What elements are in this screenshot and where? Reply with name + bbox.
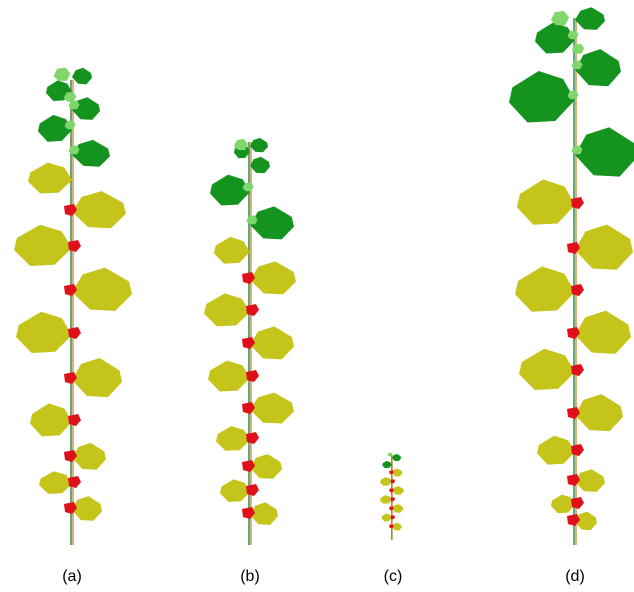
leaf xyxy=(72,443,106,470)
leaf xyxy=(250,261,296,294)
leaf xyxy=(250,157,270,174)
leaf xyxy=(575,127,634,176)
fruit xyxy=(571,364,584,376)
fruit xyxy=(571,497,584,509)
fruit xyxy=(68,414,81,426)
leaf xyxy=(214,237,250,264)
plant-b xyxy=(204,138,296,545)
panel-label-d: (d) xyxy=(565,568,585,586)
panel-label-a: (a) xyxy=(62,568,82,586)
leaf xyxy=(380,495,392,504)
fruit xyxy=(391,497,396,501)
leaf xyxy=(382,514,393,522)
leaf xyxy=(220,479,250,502)
leaf xyxy=(30,403,72,436)
fruit xyxy=(246,370,259,382)
fruit xyxy=(571,444,584,456)
leaf xyxy=(216,426,250,451)
fruit xyxy=(391,479,396,483)
leaf xyxy=(537,436,575,465)
fruit xyxy=(68,327,81,339)
leaf xyxy=(535,23,575,54)
leaf xyxy=(72,191,126,228)
leaf xyxy=(72,140,110,167)
fruit xyxy=(68,476,81,488)
leaf xyxy=(380,477,392,486)
leaf xyxy=(382,461,392,468)
leaf xyxy=(72,68,92,85)
leaf xyxy=(509,71,575,123)
leaf xyxy=(250,138,268,152)
leaf xyxy=(551,495,575,513)
panel-label-b: (b) xyxy=(240,568,260,586)
leaf xyxy=(392,486,404,495)
leaf xyxy=(575,7,605,30)
leaf xyxy=(575,49,621,86)
leaf xyxy=(14,225,72,266)
plant-c xyxy=(380,453,404,540)
leaf xyxy=(250,393,294,424)
leaf xyxy=(72,268,132,311)
leaf xyxy=(519,349,575,390)
leaf xyxy=(250,206,294,239)
fruit xyxy=(246,432,259,444)
fruit xyxy=(68,240,81,252)
leaf xyxy=(204,293,250,326)
fruit xyxy=(571,284,584,296)
leaf xyxy=(208,361,250,392)
leaf xyxy=(39,471,72,494)
bud xyxy=(54,68,71,81)
fruit xyxy=(246,304,259,316)
leaf xyxy=(210,175,250,206)
leaf xyxy=(16,312,72,353)
fruit xyxy=(391,515,396,519)
fruit xyxy=(246,484,259,496)
leaf xyxy=(575,225,633,270)
leaf xyxy=(72,358,122,397)
leaf xyxy=(250,326,294,359)
leaf xyxy=(250,454,282,479)
leaf xyxy=(392,454,401,461)
panel-label-c: (c) xyxy=(384,568,403,586)
leaf xyxy=(575,394,623,431)
leaf xyxy=(515,267,575,312)
plant-a xyxy=(14,68,132,545)
fruit xyxy=(571,197,584,209)
leaf xyxy=(517,180,575,225)
leaf xyxy=(28,163,72,194)
leaf xyxy=(392,504,403,513)
plant-d xyxy=(509,7,634,545)
leaf xyxy=(575,311,631,354)
